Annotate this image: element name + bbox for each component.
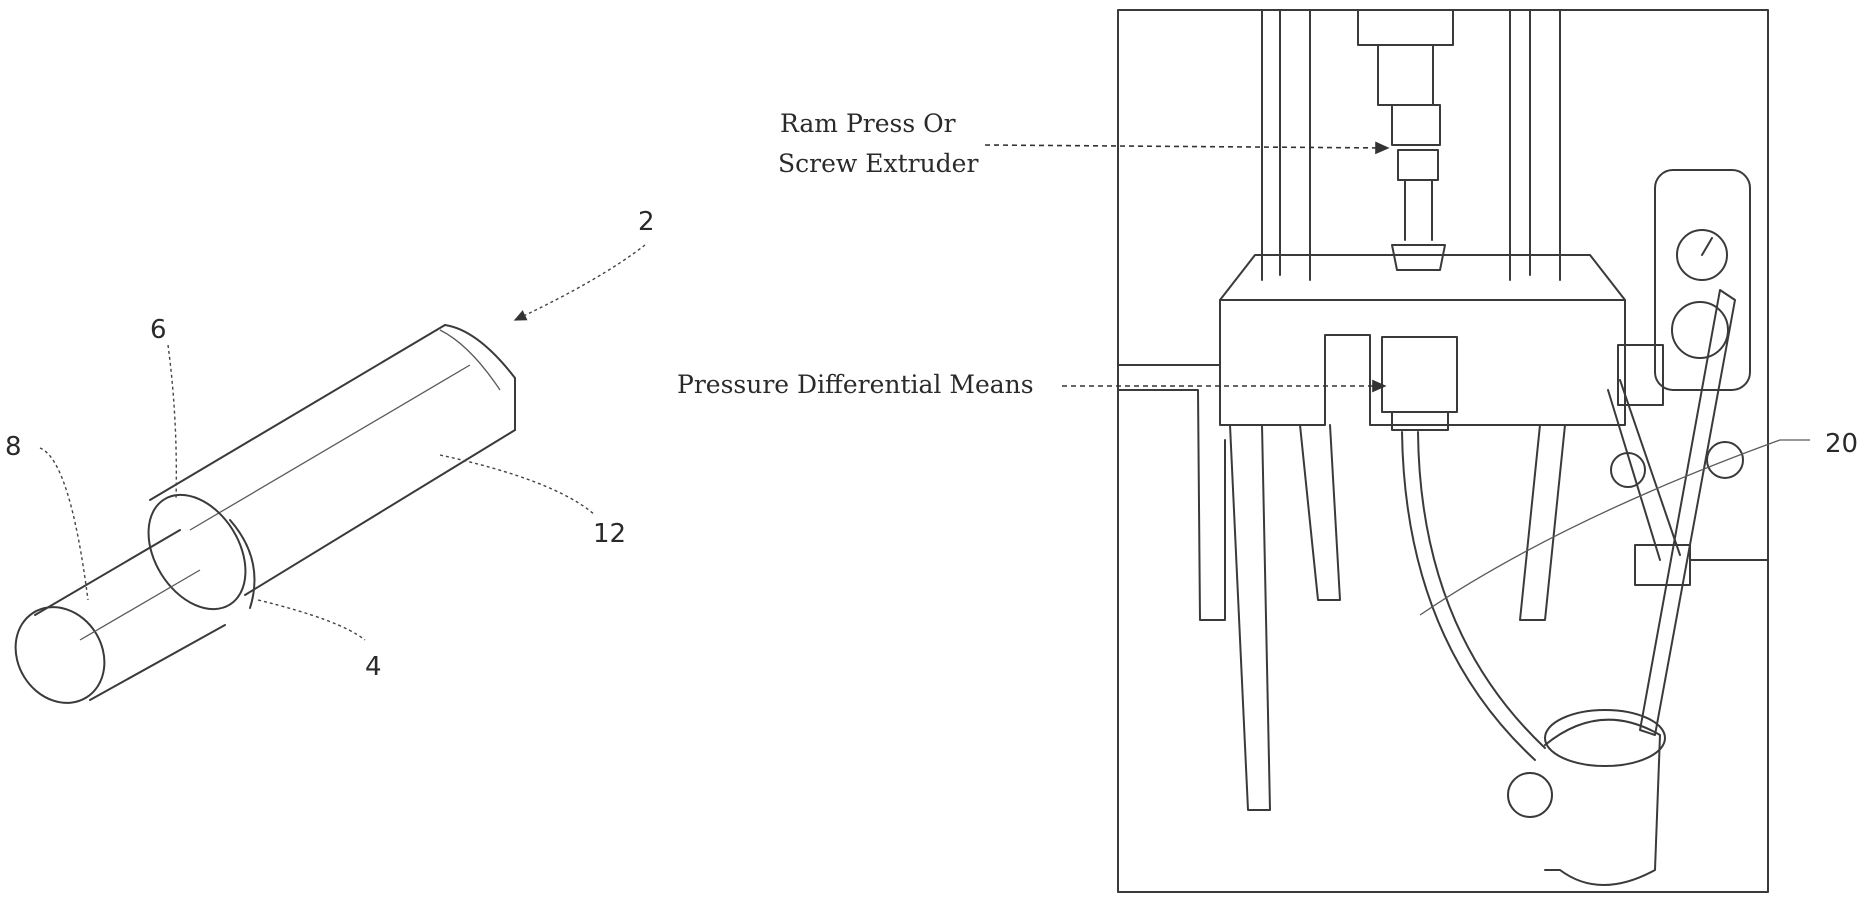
collar-ring-6 bbox=[129, 477, 266, 627]
leg-2 bbox=[1300, 425, 1340, 600]
ref-label-8: 8 bbox=[5, 432, 22, 462]
leg-3 bbox=[1520, 425, 1565, 620]
ladle-lip bbox=[1508, 773, 1552, 817]
inner-rod-8 bbox=[35, 530, 225, 700]
rod-end-face bbox=[0, 590, 122, 719]
leader-ram-press bbox=[985, 145, 1388, 148]
leader-6 bbox=[168, 345, 176, 500]
pressure-differential-label: Pressure Differential Means bbox=[677, 370, 1034, 399]
ref-label-2: 2 bbox=[638, 207, 655, 237]
ref-label-4: 4 bbox=[365, 652, 382, 682]
outer-tube-end-cap bbox=[445, 325, 515, 430]
ref-label-6: 6 bbox=[150, 315, 167, 345]
ram-press-label-line2: Screw Extruder bbox=[778, 149, 978, 178]
ram-collar bbox=[1392, 105, 1440, 145]
leader-4 bbox=[258, 600, 365, 640]
sample-tube bbox=[1402, 432, 1545, 760]
ref-label-12: 12 bbox=[593, 519, 626, 549]
ram-press-label-line1: Ram Press Or bbox=[780, 109, 956, 138]
ram-shaft bbox=[1405, 180, 1432, 240]
pressure-device bbox=[1382, 337, 1457, 412]
clamp-block bbox=[1635, 545, 1690, 585]
leg-1 bbox=[1230, 425, 1270, 810]
apparatus-frame bbox=[1118, 10, 1768, 892]
top-block bbox=[1358, 10, 1453, 45]
right-column bbox=[1510, 10, 1560, 280]
left-bracket bbox=[1118, 365, 1225, 620]
ram-cup bbox=[1392, 245, 1445, 270]
ram-nozzle bbox=[1398, 150, 1438, 180]
leader-8 bbox=[40, 448, 88, 600]
left-column bbox=[1262, 10, 1310, 280]
leader-12 bbox=[440, 455, 595, 515]
arrow-2 bbox=[515, 245, 645, 320]
ram-upper bbox=[1378, 45, 1433, 105]
press-apparatus: Ram Press Or Screw Extruder Pressure Dif… bbox=[677, 10, 1858, 892]
crossbar-block bbox=[1220, 255, 1625, 425]
leader-20 bbox=[1420, 440, 1810, 615]
rod-assembly: 2 6 8 12 4 bbox=[0, 207, 655, 720]
gauge-dial-bottom bbox=[1672, 302, 1728, 358]
pivot-right bbox=[1707, 442, 1743, 478]
ladle-pot bbox=[1545, 720, 1660, 885]
ref-label-20: 20 bbox=[1825, 429, 1858, 459]
